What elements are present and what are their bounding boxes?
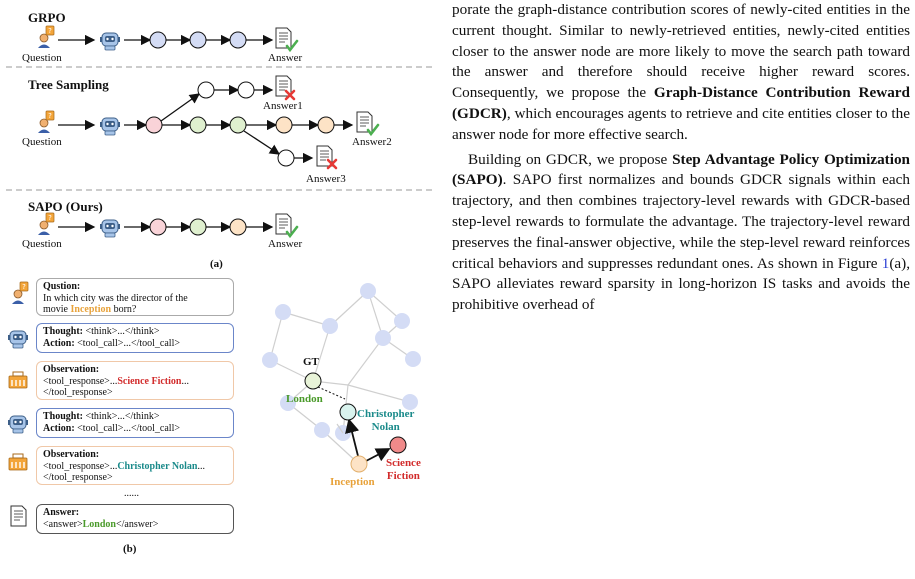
observation-box-2: Observation: <tool_response>...Christoph… [36, 446, 234, 485]
thought-box-2: Thought: <think>...</think> Action: <too… [36, 408, 234, 438]
question-box: Qustion: In which city was the director … [36, 278, 234, 316]
thought-box-1: Thought: <think>...</think> Action: <too… [36, 323, 234, 353]
grpo-question-label: Question [22, 52, 62, 64]
tree-sampling-chain [37, 75, 380, 170]
body-text: porate the graph-distance contribution s… [452, 0, 910, 316]
panel-a-caption: (a) [210, 258, 223, 270]
grpo-answer-label: Answer [268, 52, 303, 64]
sapo-question-label: Question [22, 238, 62, 250]
sapo-chain [37, 212, 299, 238]
paragraph-1: porate the graph-distance contribution s… [452, 1, 910, 143]
grpo-title: GRPO [28, 10, 66, 25]
tree-answer1-label: Answer1 [263, 100, 303, 112]
graph-label-london: London [286, 393, 323, 405]
figure-graphics: ? [6, 25, 432, 527]
sapo-title: SAPO (Ours) [28, 199, 103, 214]
figure-1: ? [0, 0, 440, 579]
sapo-answer-label: Answer [268, 238, 303, 250]
figure-ref-link[interactable]: 1 [881, 254, 890, 272]
observation-box-1: Observation: <tool_response>...Science F… [36, 361, 234, 400]
tree-answer2-label: Answer2 [352, 136, 392, 148]
answer-box: Answer: <answer>London</answer> [36, 504, 234, 534]
graph-label-inception: Inception [330, 476, 375, 488]
step-ellipsis: ...... [124, 488, 139, 499]
grpo-chain [37, 25, 299, 52]
paragraph-2: Building on GDCR, we propose Step Advant… [452, 150, 911, 314]
tree-sampling-title: Tree Sampling [28, 77, 109, 92]
panel-b-caption: (b) [123, 543, 137, 555]
graph-label-gt: GT [303, 356, 319, 368]
tree-question-label: Question [22, 136, 62, 148]
tree-answer3-label: Answer3 [306, 173, 346, 185]
